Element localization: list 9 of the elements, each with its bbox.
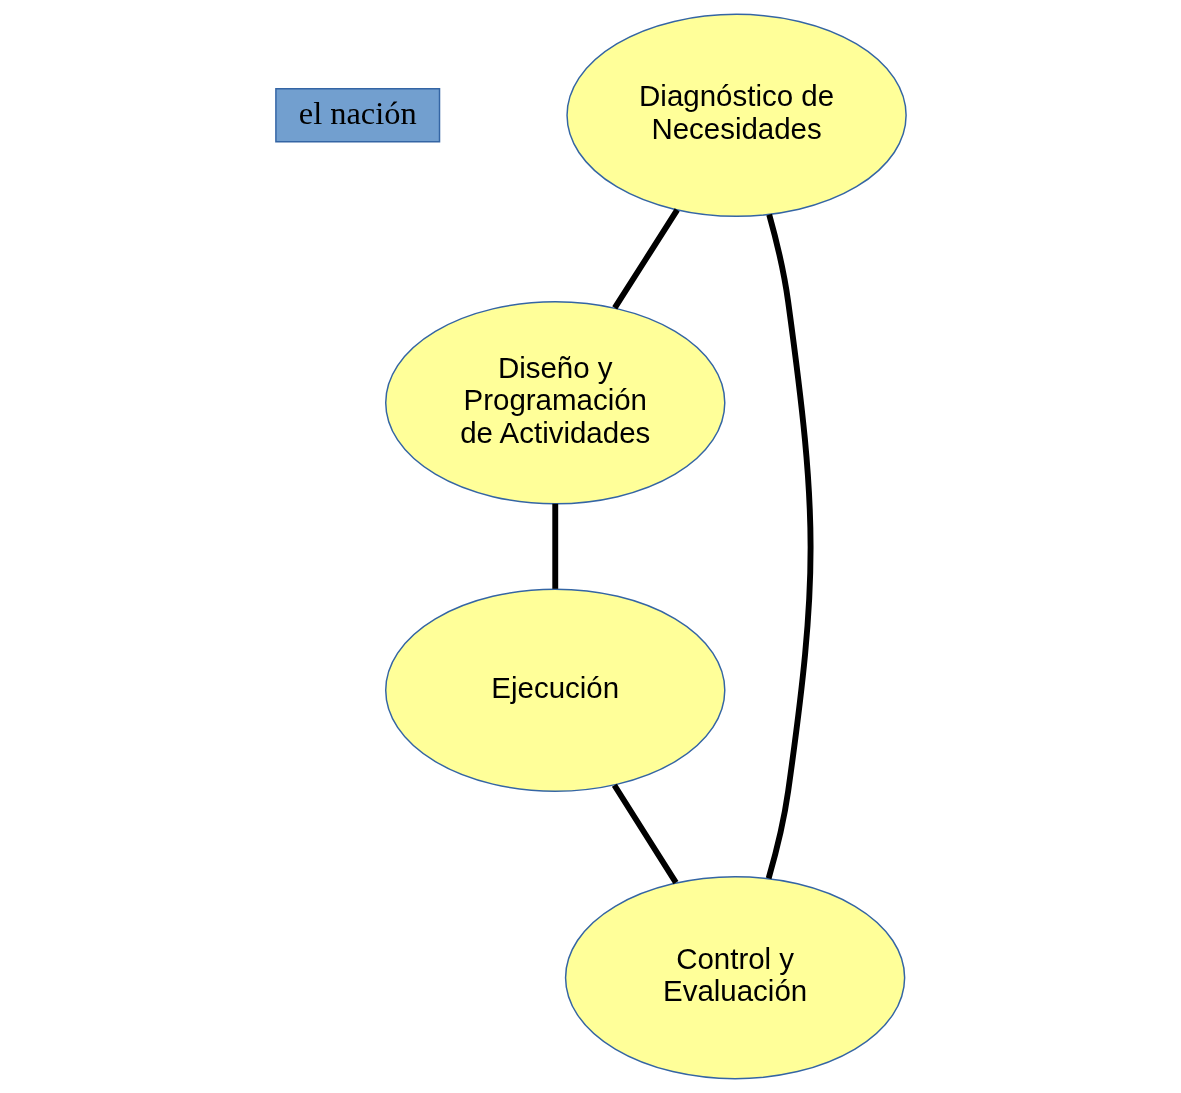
node-ellipse: Diagnóstico de Necesidades: [565, 13, 907, 218]
connector: [551, 503, 558, 589]
node-ellipse: Diseño y Programación de Actividades: [384, 301, 725, 505]
node-box: el nación: [274, 88, 440, 143]
connector: [611, 783, 678, 885]
node-ellipse: Ejecución: [384, 588, 725, 792]
node-ellipse: Control y Evaluación: [564, 875, 905, 1080]
connector: [765, 213, 813, 880]
connector: [611, 208, 680, 310]
